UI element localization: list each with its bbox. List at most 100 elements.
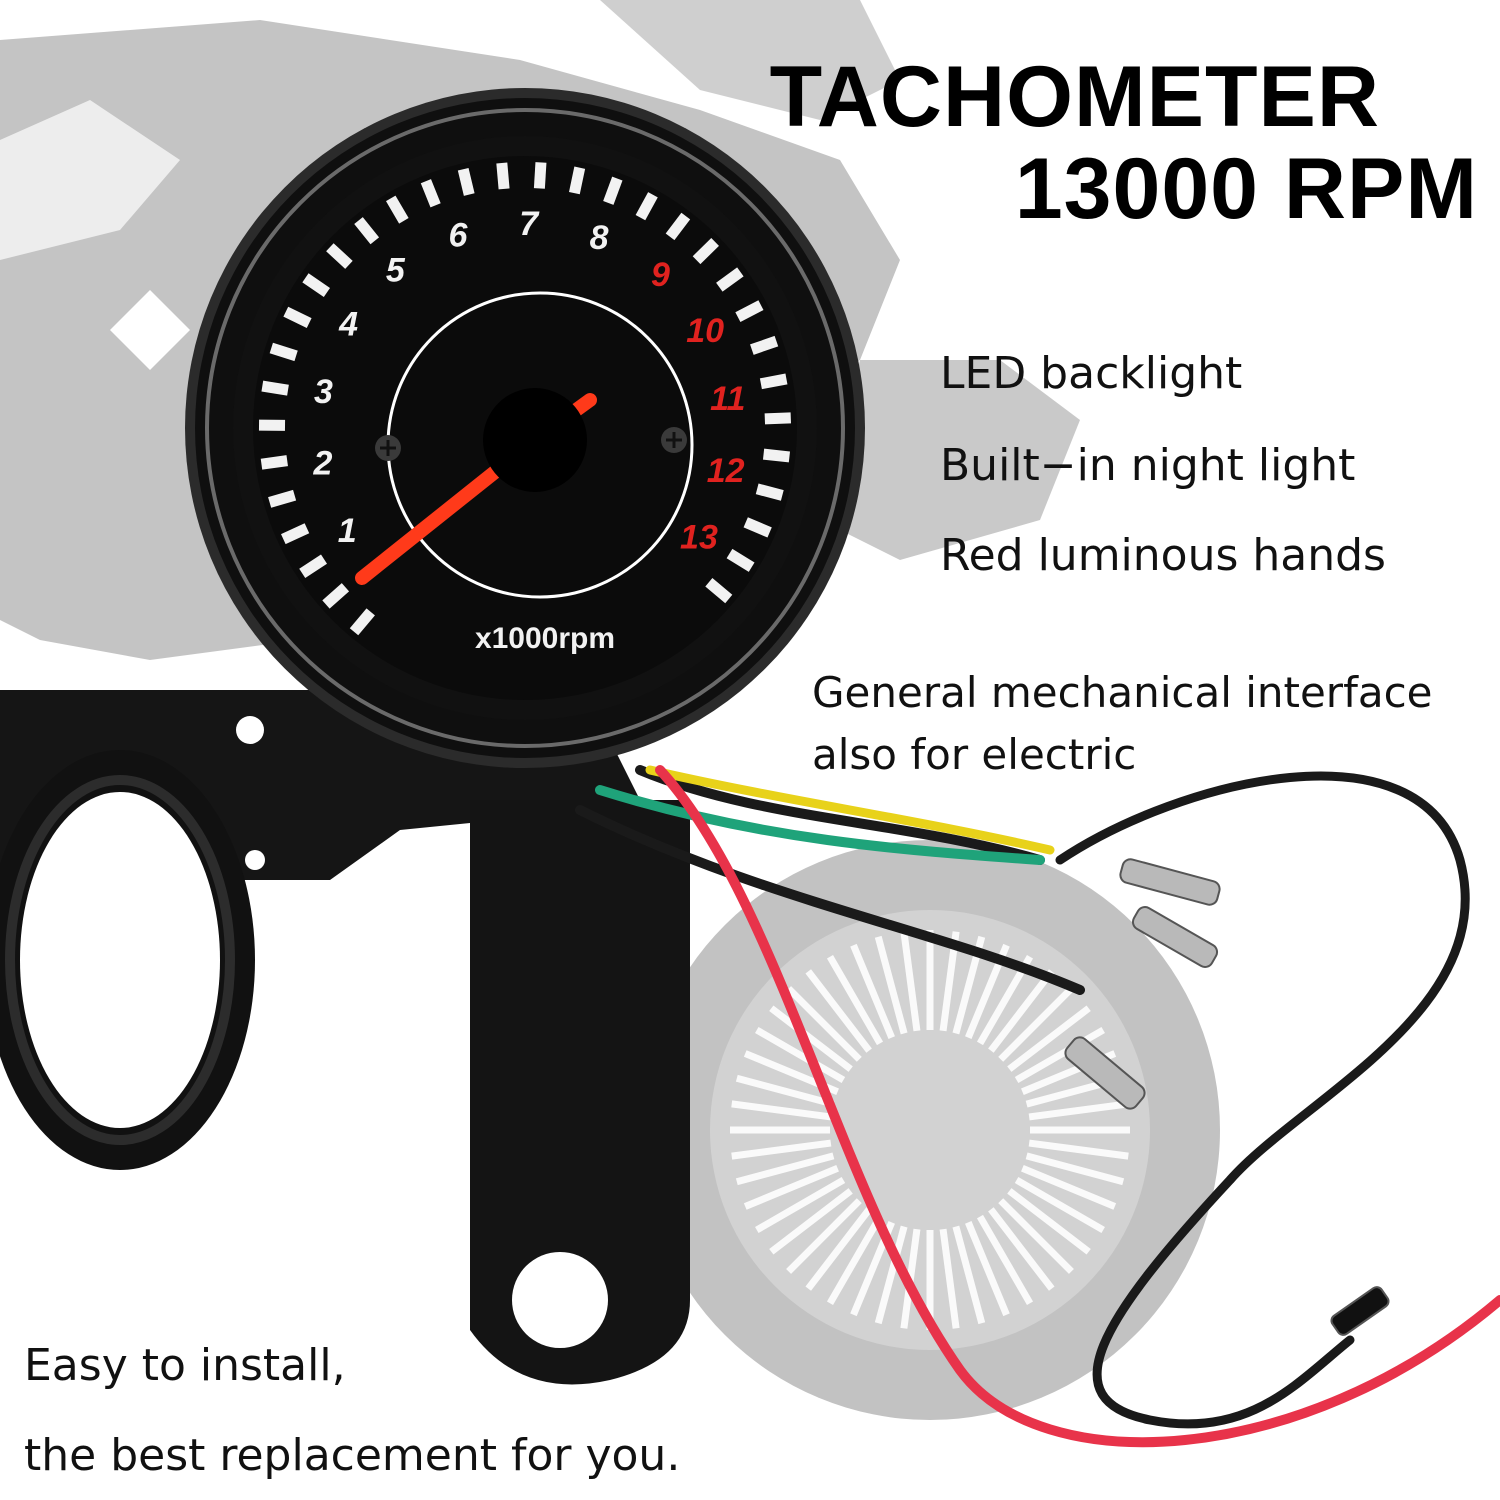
wheel-spoke — [998, 1198, 1074, 1274]
install-note-line1: Easy to install, — [24, 1340, 346, 1391]
gauge-numeral-9: 9 — [651, 256, 670, 294]
tick-mark — [496, 162, 510, 190]
tick-mark — [635, 192, 658, 221]
wheel-spoke — [988, 969, 1055, 1053]
wheel-spoke — [786, 986, 862, 1062]
wheel-spoke — [1007, 1188, 1091, 1255]
handlebar-clamp — [0, 750, 255, 1170]
wheel-spoke — [805, 1207, 872, 1291]
tick-mark — [354, 217, 380, 245]
wheel-spoke — [850, 943, 895, 1039]
headline-title: TACHOMETER — [769, 49, 1380, 145]
tick-mark — [569, 166, 586, 195]
tick-mark — [283, 306, 312, 328]
tick-mark — [457, 168, 475, 196]
tick-mark — [726, 548, 755, 572]
tick-mark — [735, 300, 764, 323]
feature-night-light: Built−in night light — [940, 440, 1356, 491]
wheel-spoke — [743, 1165, 839, 1210]
gauge-numeral-3: 3 — [314, 373, 333, 411]
tick-mark — [281, 523, 310, 545]
tick-mark — [533, 162, 547, 189]
wheel-spoke — [952, 1225, 986, 1325]
tick-mark — [299, 554, 328, 578]
wheel-spoke — [988, 1207, 1055, 1291]
wheel-spoke — [939, 1228, 960, 1329]
wheel-spoke — [976, 1214, 1034, 1305]
wheel-spoke — [1021, 1165, 1117, 1210]
wheel-spoke — [1014, 1026, 1105, 1084]
feature-red-hands: Red luminous hands — [940, 530, 1386, 581]
interface-note-line2: also for electric — [812, 730, 1137, 779]
gauge-unit-label: x1000rpm — [475, 622, 615, 655]
tick-mark — [750, 335, 779, 355]
gauge-numeral-10: 10 — [686, 312, 724, 350]
wheel-spoke — [874, 1225, 908, 1325]
gauge-numeral-5: 5 — [386, 251, 406, 289]
motorcycle-highlights — [0, 100, 190, 370]
tick-mark — [705, 578, 733, 604]
gauge-numeral-2: 2 — [312, 445, 332, 483]
wheel-spoke — [1028, 1100, 1129, 1121]
gauge-numeral-4: 4 — [338, 306, 358, 344]
wire-connectors — [1064, 858, 1390, 1336]
wheel-spoke — [755, 1026, 846, 1084]
wheel-spoke — [735, 1152, 835, 1186]
wheel-spoke — [731, 1100, 832, 1121]
tick-mark — [261, 380, 289, 396]
tick-mark — [692, 238, 719, 265]
tick-mark — [268, 489, 297, 508]
mounting-screws — [375, 427, 687, 461]
tick-mark — [755, 483, 784, 501]
tick-mark — [762, 448, 791, 463]
wheel-spoke — [786, 1198, 862, 1274]
wheel-spoke — [731, 1139, 832, 1160]
wheel-spoke — [769, 1005, 853, 1072]
tick-mark — [385, 195, 409, 224]
feature-led-backlight: LED backlight — [940, 348, 1243, 399]
wires — [575, 765, 1500, 1448]
wheel-spoke — [826, 1214, 884, 1305]
interface-note-line1: General mechanical interface — [812, 668, 1433, 717]
wheel-spoke — [1007, 1005, 1091, 1072]
tick-mark — [322, 583, 350, 609]
tick-mark — [603, 176, 623, 205]
tick-mark — [764, 412, 792, 425]
tick-mark — [269, 342, 298, 362]
tick-mark — [716, 267, 744, 292]
tick-mark — [420, 179, 441, 208]
gauge-numeral-6: 6 — [448, 216, 468, 254]
headline-rpm: 13000 RPM — [1014, 141, 1478, 237]
wheel-spoke — [1025, 1152, 1125, 1186]
wheel-spoke — [1014, 1176, 1105, 1234]
gauge-numeral-13: 13 — [680, 518, 718, 556]
tick-mark — [665, 212, 691, 241]
wheel-spoke — [965, 1221, 1010, 1317]
tick-mark — [326, 243, 353, 269]
wheel-spoke — [826, 955, 884, 1046]
install-note-line2: the best replacement for you. — [24, 1430, 681, 1481]
gauge-numeral-8: 8 — [590, 219, 609, 257]
wheel-spoke — [874, 935, 908, 1035]
needle-hub — [483, 388, 587, 492]
gauge-numeral-7: 7 — [519, 205, 540, 243]
tick-mark — [349, 608, 375, 636]
tick-mark — [759, 373, 788, 390]
tick-mark — [260, 455, 288, 470]
gauge-numeral-12: 12 — [707, 452, 745, 490]
wheel-spoke — [755, 1176, 846, 1234]
wheel-spoke — [735, 1074, 835, 1108]
tick-mark — [743, 517, 772, 538]
wheel-spoke — [769, 1188, 853, 1255]
wheel-spoke — [1028, 1139, 1129, 1160]
wheel-spoke — [900, 931, 921, 1032]
wheel-spoke — [998, 986, 1074, 1062]
wheel-spoke — [805, 969, 872, 1053]
tick-mark — [302, 273, 331, 298]
gauge-numeral-1: 1 — [338, 512, 357, 550]
gauge-numeral-11: 11 — [710, 380, 745, 418]
gauge-tick-marks — [258, 162, 792, 636]
